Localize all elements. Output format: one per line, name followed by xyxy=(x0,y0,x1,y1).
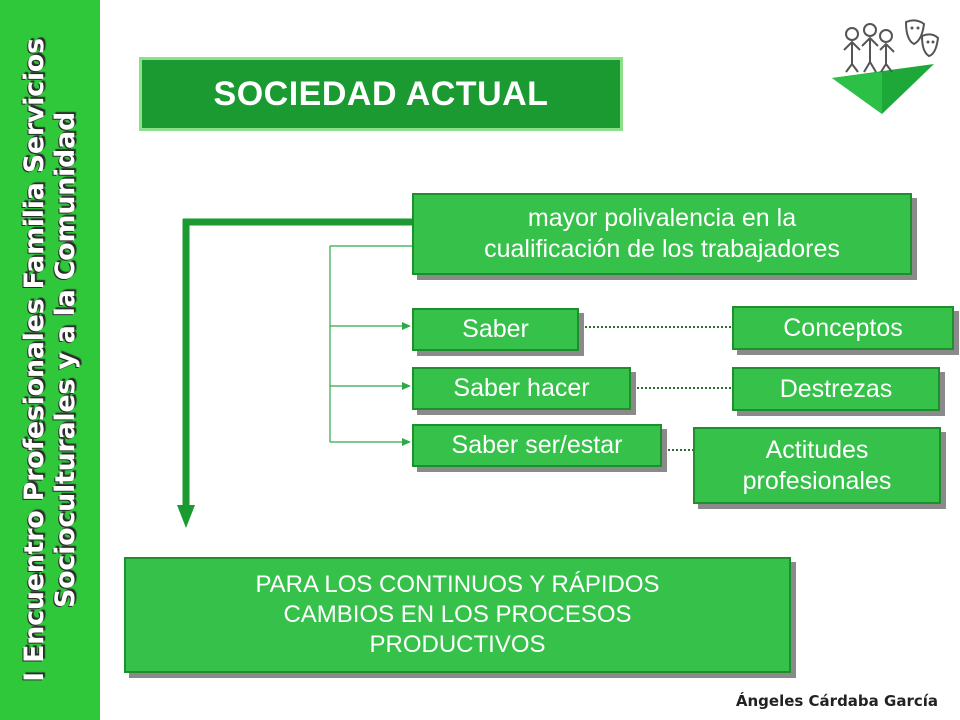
cambios-line-2: CAMBIOS EN LOS PROCESOS xyxy=(283,601,632,628)
title-box: SOCIEDAD ACTUAL xyxy=(139,57,623,131)
saber-ser-box: Saber ser/estar xyxy=(412,424,662,467)
cambios-box: PARA LOS CONTINUOS Y RÁPIDOS CAMBIOS EN … xyxy=(124,557,791,673)
logo-icon xyxy=(832,19,940,114)
actitudes-line-1: Actitudes xyxy=(765,435,869,464)
destrezas-label: Destrezas xyxy=(779,374,893,403)
polivalencia-line-1: mayor polivalencia en la xyxy=(527,204,797,232)
saber-label: Saber xyxy=(462,315,529,343)
polivalencia-line-2: cualificación de los trabajadores xyxy=(484,235,840,263)
saber-hacer-label: Saber hacer xyxy=(453,374,590,402)
polivalencia-box: mayor polivalencia en la cualificación d… xyxy=(412,193,912,275)
conceptos-label: Conceptos xyxy=(783,313,903,342)
actitudes-line-2: profesionales xyxy=(742,466,892,495)
title-text: SOCIEDAD ACTUAL xyxy=(213,74,549,113)
cambios-line-1: PARA LOS CONTINUOS Y RÁPIDOS xyxy=(255,571,660,598)
main-arrow-head xyxy=(177,505,195,528)
saber-box: Saber xyxy=(412,308,579,351)
saber-hacer-box: Saber hacer xyxy=(412,367,631,410)
saber-ser-label: Saber ser/estar xyxy=(451,431,623,459)
destrezas-box: Destrezas xyxy=(732,367,940,411)
side-banner: I Encuentro Profesionales Familia Servic… xyxy=(0,0,100,720)
conceptos-box: Conceptos xyxy=(732,306,954,350)
cambios-line-3: PRODUCTIVOS xyxy=(369,631,546,658)
actitudes-box: Actitudes profesionales xyxy=(693,427,941,504)
author-footer: Ángeles Cárdaba García xyxy=(735,692,938,710)
